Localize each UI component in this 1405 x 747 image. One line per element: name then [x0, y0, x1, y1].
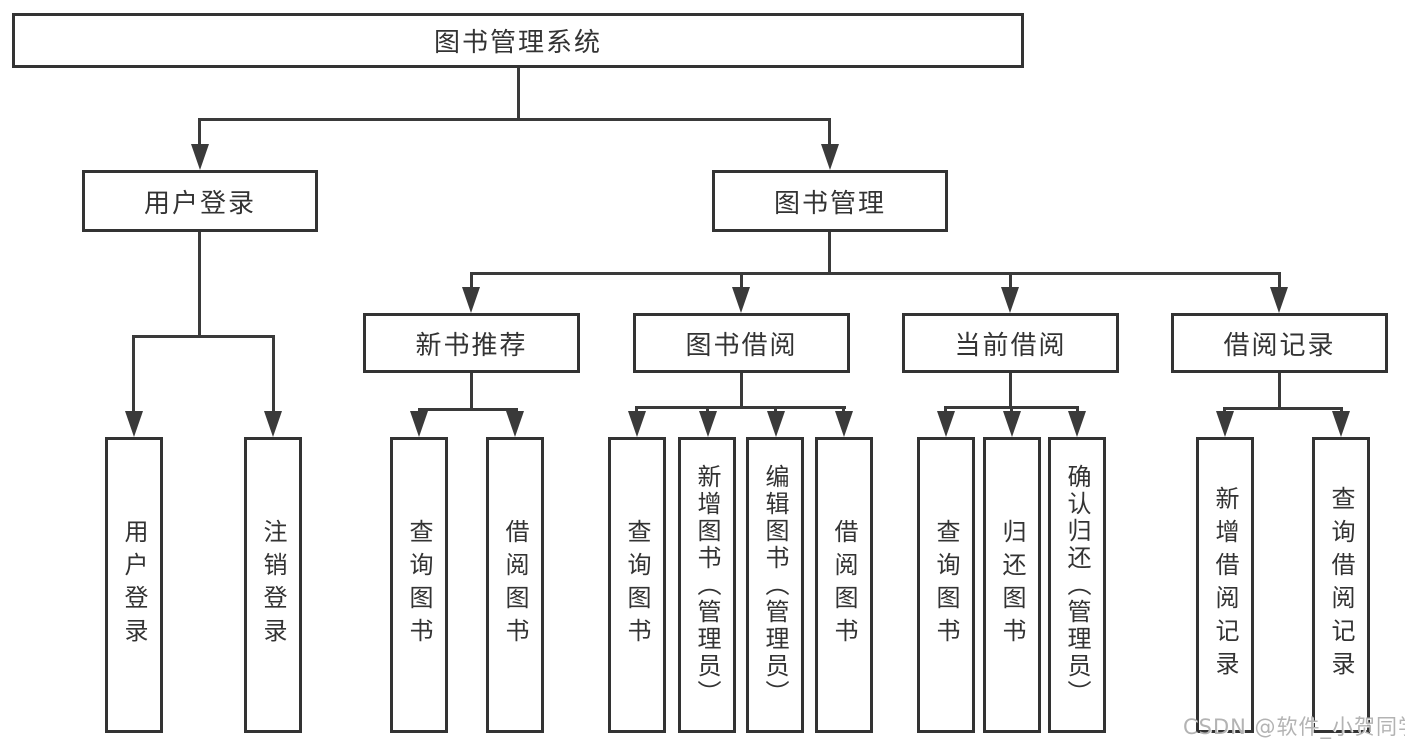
arrow-down-icon — [732, 287, 750, 313]
connector-line — [132, 335, 275, 338]
leaf-edit-books-admin: 编辑图书（管理员） — [746, 437, 804, 733]
leaf-label: 注销登录 — [259, 519, 287, 651]
node-book-management-branch: 图书管理 — [712, 170, 948, 232]
connector-line — [828, 118, 831, 148]
connector-line — [272, 335, 275, 415]
leaf-label: 借阅图书 — [501, 519, 529, 651]
arrow-down-icon — [191, 144, 209, 170]
arrow-down-icon — [410, 411, 428, 437]
node-label: 图书管理 — [773, 188, 886, 219]
leaf-query-books-recommend: 查询图书 — [390, 437, 448, 733]
node-label: 新书推荐 — [415, 330, 528, 361]
leaf-query-borrow-record: 查询借阅记录 — [1312, 437, 1370, 733]
leaf-logout: 注销登录 — [244, 437, 302, 733]
node-current-borrowing: 当前借阅 — [902, 313, 1119, 373]
connector-line — [198, 118, 831, 121]
leaf-borrow-books-borrowing: 借阅图书 — [815, 437, 873, 733]
leaf-borrow-books-recommend: 借阅图书 — [486, 437, 544, 733]
leaf-confirm-return-admin: 确认归还（管理员） — [1048, 437, 1106, 733]
leaf-query-books-current: 查询图书 — [917, 437, 975, 733]
connector-line — [944, 406, 947, 415]
connector-line — [517, 68, 520, 118]
arrow-down-icon — [506, 411, 524, 437]
node-borrowing-records: 借阅记录 — [1171, 313, 1388, 373]
node-label: 图书管理系统 — [433, 28, 602, 58]
leaf-add-borrow-record: 新增借阅记录 — [1196, 437, 1254, 733]
connector-line — [1010, 406, 1013, 415]
leaf-label: 确认归还（管理员） — [1063, 463, 1091, 707]
connector-line — [842, 406, 845, 415]
connector-line — [132, 335, 135, 415]
connector-line — [1076, 406, 1079, 415]
connector-line — [740, 373, 743, 406]
connector-line — [635, 406, 846, 409]
leaf-label: 查询借阅记录 — [1327, 486, 1355, 684]
connector-line — [828, 232, 831, 272]
leaf-label: 查询图书 — [405, 519, 433, 651]
arrow-down-icon — [1270, 287, 1288, 313]
arrow-down-icon — [937, 411, 955, 437]
leaf-add-books-admin: 新增图书（管理员） — [678, 437, 736, 733]
arrow-down-icon — [767, 411, 785, 437]
connector-line — [1223, 407, 1343, 410]
connector-line — [706, 406, 709, 415]
arrow-down-icon — [1216, 411, 1234, 437]
connector-line — [198, 232, 201, 335]
arrow-down-icon — [699, 411, 717, 437]
arrow-down-icon — [1001, 287, 1019, 313]
leaf-label: 新增图书（管理员） — [693, 463, 721, 707]
connector-line — [1009, 373, 1012, 406]
leaf-query-books-borrowing: 查询图书 — [608, 437, 666, 733]
csdn-watermark: CSDN @软件_小贺同学 — [1183, 715, 1405, 739]
leaf-user-login: 用户登录 — [105, 437, 163, 733]
leaf-label: 归还图书 — [998, 519, 1026, 651]
node-label: 用户登录 — [143, 188, 256, 219]
node-label: 当前借阅 — [954, 330, 1067, 361]
arrow-down-icon — [1068, 411, 1086, 437]
node-label: 借阅记录 — [1223, 330, 1336, 361]
connector-line — [470, 272, 473, 290]
arrow-down-icon — [264, 411, 282, 437]
node-book-borrowing: 图书借阅 — [633, 313, 850, 373]
arrow-down-icon — [835, 411, 853, 437]
connector-line — [1278, 272, 1281, 290]
node-root-library-system: 图书管理系统 — [12, 13, 1024, 68]
arrow-down-icon — [628, 411, 646, 437]
arrow-down-icon — [125, 411, 143, 437]
arrow-down-icon — [1003, 411, 1021, 437]
node-user-login-branch: 用户登录 — [82, 170, 318, 232]
leaf-label: 借阅图书 — [830, 519, 858, 651]
node-label: 图书借阅 — [685, 330, 798, 361]
connector-line — [635, 406, 638, 415]
connector-line — [470, 272, 1280, 275]
connector-line — [198, 118, 201, 148]
arrow-down-icon — [821, 144, 839, 170]
connector-line — [418, 408, 518, 411]
arrow-down-icon — [1332, 411, 1350, 437]
leaf-return-books: 归还图书 — [983, 437, 1041, 733]
leaf-label: 编辑图书（管理员） — [761, 463, 789, 707]
connector-line — [1278, 373, 1281, 407]
connector-line — [1009, 272, 1012, 290]
leaf-label: 用户登录 — [120, 519, 148, 651]
connector-line — [740, 272, 743, 290]
leaf-label: 查询图书 — [623, 519, 651, 651]
connector-line — [774, 406, 777, 415]
connector-line — [470, 373, 473, 408]
leaf-label: 新增借阅记录 — [1211, 486, 1239, 684]
leaf-label: 查询图书 — [932, 519, 960, 651]
arrow-down-icon — [462, 287, 480, 313]
node-new-book-recommend: 新书推荐 — [363, 313, 580, 373]
